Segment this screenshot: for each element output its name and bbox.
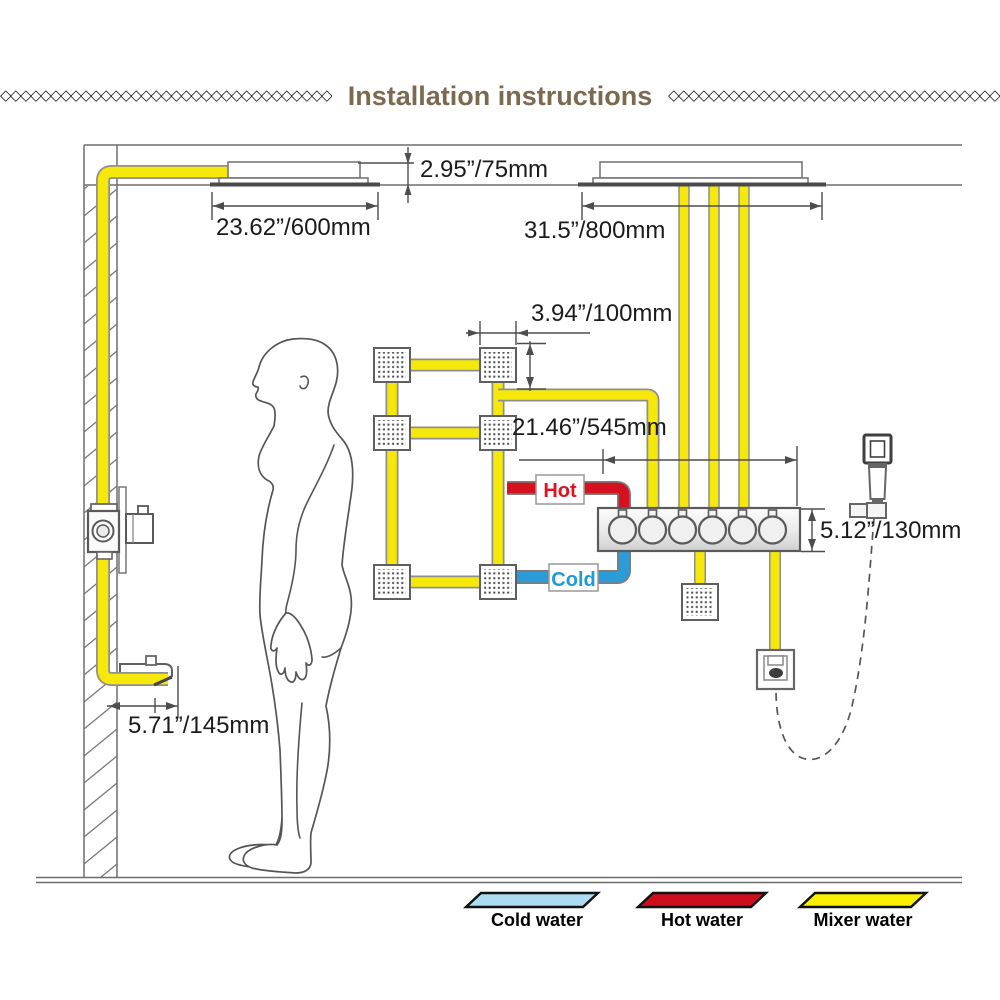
human-figure xyxy=(228,337,354,874)
dim-left-head-width: 23.62”/600mm xyxy=(216,214,371,241)
hot-label-box xyxy=(535,474,585,505)
dim-ceiling-recess: 2.95”/75mm xyxy=(420,156,549,183)
legend-swatches xyxy=(462,891,930,909)
body-jet xyxy=(479,564,517,600)
dim-valve-height: 5.12”/130mm xyxy=(820,517,962,544)
body-outline xyxy=(242,337,354,874)
ear xyxy=(299,375,309,390)
valve-knob xyxy=(757,515,788,545)
body-jets xyxy=(373,347,719,621)
hot-pipe xyxy=(507,481,631,510)
valve-knob xyxy=(607,515,638,545)
valve-knob xyxy=(637,515,668,545)
inner-leg xyxy=(296,702,303,839)
legend-swatch-hot xyxy=(634,891,770,909)
right-shower-head xyxy=(592,161,809,185)
hand xyxy=(269,612,313,683)
dim-valve-width: 21.46”/545mm xyxy=(512,414,667,441)
legend-label-mixer: Mixer water xyxy=(813,910,913,930)
glute-crease xyxy=(321,647,342,658)
hand-shower-outlet xyxy=(755,648,796,691)
valve-knob xyxy=(697,515,728,545)
valve-knobs xyxy=(607,509,788,545)
hand-shower xyxy=(849,433,893,519)
body-jet xyxy=(681,583,719,621)
legend-label-cold: Cold water xyxy=(490,910,583,930)
cold-label-box xyxy=(548,563,599,592)
legend-label-hot: Hot water xyxy=(660,910,743,930)
cold-pipe xyxy=(507,551,631,584)
floor xyxy=(36,876,962,884)
thermostatic-valve xyxy=(596,506,802,553)
valve-knob xyxy=(727,515,758,545)
body-jet xyxy=(373,347,411,383)
legend-swatch-mixer xyxy=(796,891,930,909)
dim-spout-reach: 5.71”/145mm xyxy=(128,712,270,739)
hot-pipe-label: Hot xyxy=(543,480,577,502)
tub-spout-details xyxy=(145,655,173,687)
diamond-border-right: ◇◇◇◇◇◇◇◇◇◇◇◇◇◇◇◇◇◇◇◇◇◇◇◇◇◇◇◇◇◇◇◇◇◇◇◇◇◇◇◇… xyxy=(668,87,1000,104)
dimension-annotations xyxy=(107,147,825,718)
valve-knob xyxy=(667,515,698,545)
body-jet xyxy=(373,564,411,600)
legend-swatch-cold xyxy=(462,891,602,909)
cold-pipe-label: Cold xyxy=(551,569,596,591)
page-title: Installation instructions xyxy=(347,81,653,111)
dim-body-jet-size: 3.94”/100mm xyxy=(531,300,673,327)
body-jet xyxy=(373,415,411,451)
shower-hose xyxy=(775,517,875,761)
body-jet xyxy=(479,347,517,383)
wall-mixer-valve xyxy=(86,486,154,574)
diamond-border-left: ◇◇◇◇◇◇◇◇◇◇◇◇◇◇◇◇◇◇◇◇◇◇◇◇◇◇◇◇◇◇◇◇◇◇◇◇◇◇◇◇… xyxy=(0,87,332,104)
arm xyxy=(284,444,335,617)
left-shower-head xyxy=(218,161,369,185)
mixer-pipes xyxy=(96,165,781,686)
dim-right-head-width: 31.5”/800mm xyxy=(524,217,666,244)
body-jet xyxy=(479,415,517,451)
